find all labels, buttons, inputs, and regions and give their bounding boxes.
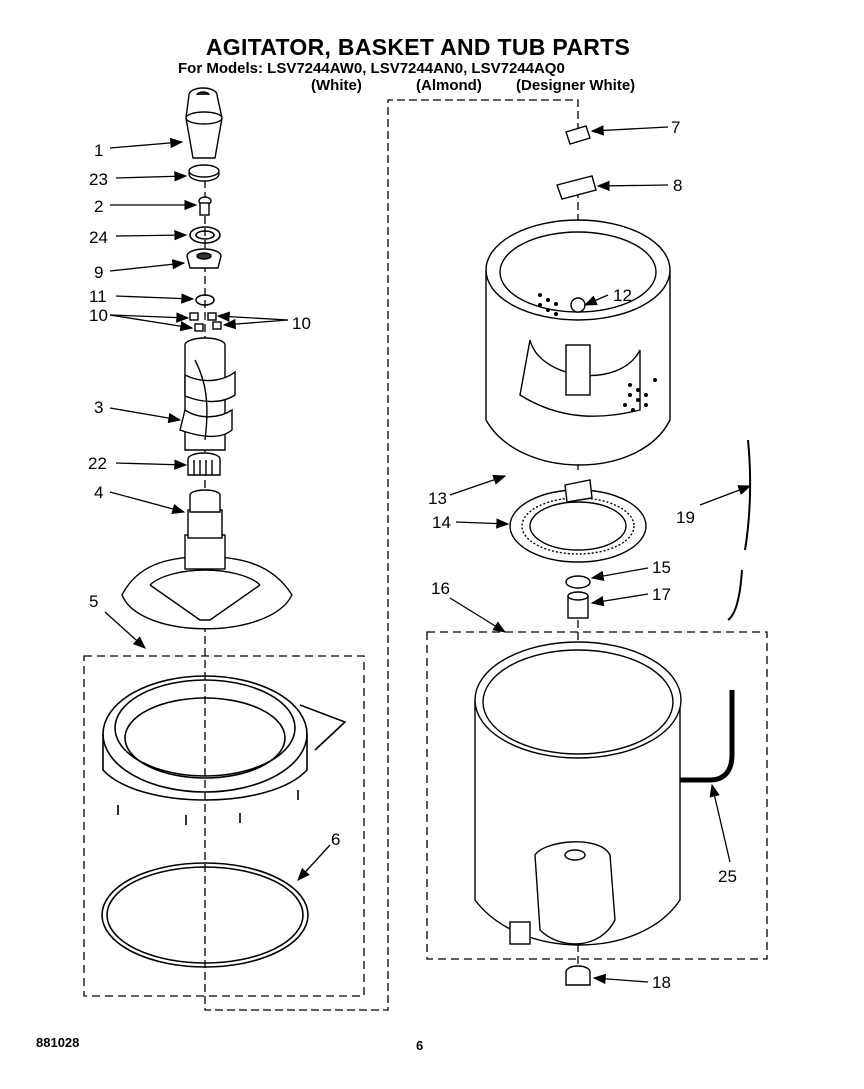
part-label-25: 25 (718, 867, 737, 886)
part-label-13: 13 (428, 489, 447, 508)
snap-ring-part (101, 862, 309, 968)
part-label-15: 15 (652, 558, 671, 577)
models-line: For Models: LSV7244AW0, LSV7244AN0, LSV7… (178, 60, 565, 77)
part-label-11: 11 (89, 287, 107, 306)
part-label-3: 3 (94, 398, 103, 417)
part-label-10b: 10 (292, 314, 311, 333)
part-number-labels: 1 23 2 24 9 11 10 10 3 22 4 5 6 7 8 12 1… (88, 118, 737, 992)
balance-ring-part (102, 675, 347, 825)
agitator-cap-part (185, 87, 223, 159)
spanner-nut-part (556, 125, 597, 200)
part-label-2: 2 (94, 197, 103, 216)
page-number: 6 (416, 1038, 424, 1053)
part-label-9: 9 (94, 263, 103, 282)
drive-shaft-and-cone-part (121, 489, 293, 630)
assembly-box-right (426, 631, 768, 960)
leader-lines (104, 125, 752, 985)
diagram-code: 881028 (36, 1035, 80, 1050)
drive-gear-part (509, 479, 647, 563)
agitator-dogs-part (189, 312, 222, 332)
part-label-22: 22 (88, 454, 107, 473)
part-label-12: 12 (613, 286, 632, 305)
agitator-part (179, 337, 236, 451)
assembly-box-left (83, 655, 365, 997)
drive-bell-part (187, 452, 221, 476)
tub-hose-part (727, 439, 752, 621)
bolt-part (198, 196, 212, 216)
clutch-part (565, 575, 591, 619)
cam-part (186, 248, 222, 269)
part-label-16: 16 (431, 579, 450, 598)
part-label-14: 14 (432, 513, 451, 532)
part-label-1: 1 (94, 141, 103, 160)
tub-seal-part (565, 965, 591, 986)
retaining-ring-part (195, 294, 215, 306)
part-label-5: 5 (89, 592, 98, 611)
washer-part (189, 226, 221, 244)
diagram-title: AGITATOR, BASKET AND TUB PARTS (205, 34, 631, 60)
part-label-19: 19 (676, 508, 695, 527)
wash-basket-part (485, 219, 671, 466)
part-label-23: 23 (89, 170, 108, 189)
part-label-6: 6 (331, 830, 340, 849)
part-label-10a: 10 (89, 306, 108, 325)
part-label-24: 24 (89, 228, 108, 247)
outer-tub-part (474, 641, 735, 946)
seal-ring-part (188, 164, 220, 182)
part-label-4: 4 (94, 483, 103, 502)
part-label-7: 7 (671, 118, 680, 137)
part-label-8: 8 (673, 176, 682, 195)
variant-almond: (Almond) (416, 77, 482, 94)
variant-white: (White) (311, 77, 362, 94)
part-label-18: 18 (652, 973, 671, 992)
variant-designer-white: (Designer White) (516, 77, 636, 94)
part-label-17: 17 (652, 585, 671, 604)
